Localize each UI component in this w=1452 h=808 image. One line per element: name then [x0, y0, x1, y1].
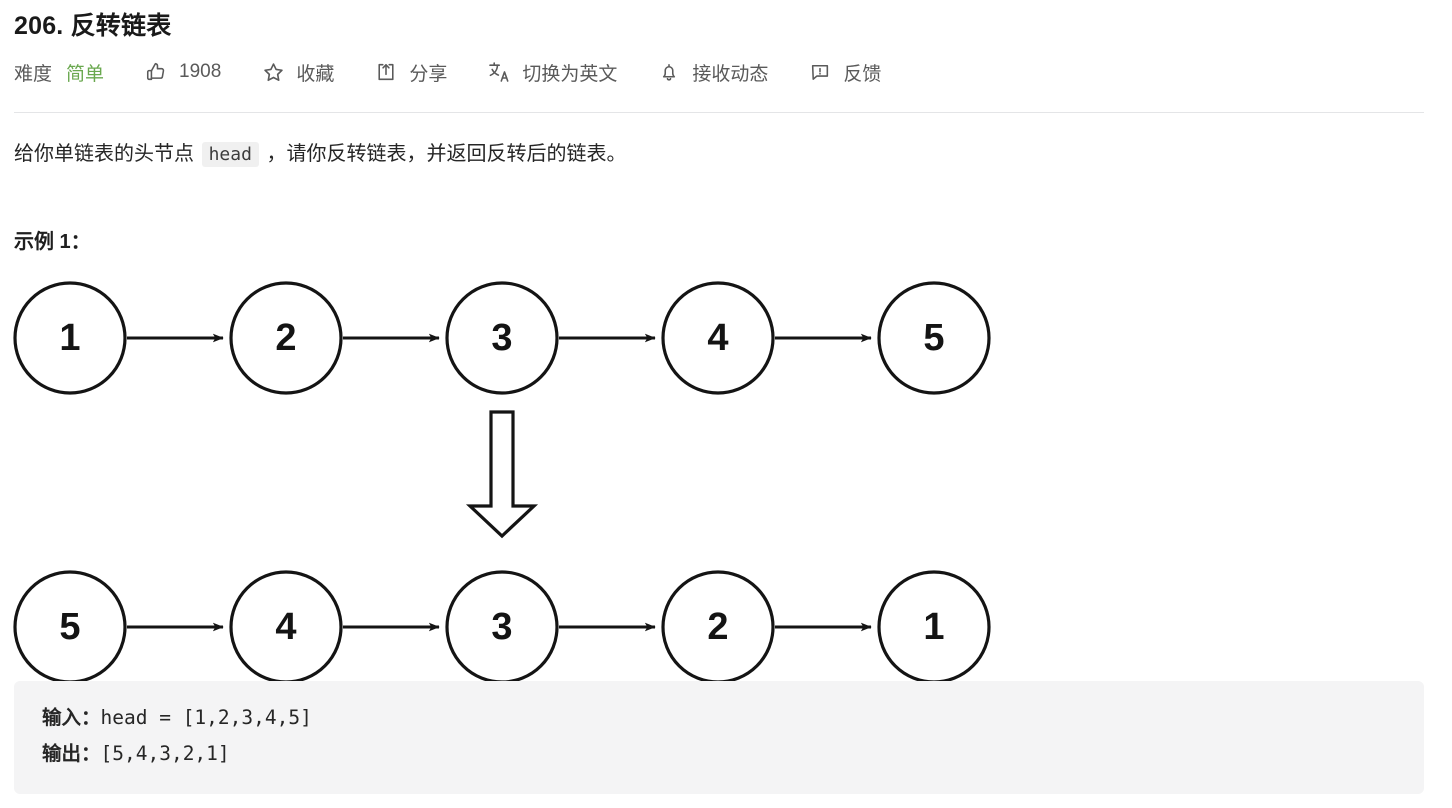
thumbs-up-icon [144, 60, 168, 84]
node-top-5: 5 [877, 281, 991, 395]
down-arrow-icon [465, 410, 539, 539]
like-button[interactable]: 1908 [144, 56, 221, 88]
output-label: 输出： [42, 742, 101, 765]
input-label: 输入： [42, 706, 101, 729]
translate-button[interactable]: 切换为英文 [487, 56, 617, 88]
node-top-label-4: 4 [707, 317, 728, 359]
problem-description: 给你单链表的头节点 head ，请你反转链表，并返回反转后的链表。 [14, 138, 626, 171]
subscribe-label: 接收动态 [692, 63, 769, 85]
node-bottom-label-1: 5 [59, 606, 80, 648]
inline-code-head: head [201, 142, 259, 167]
share-label: 分享 [409, 63, 448, 85]
feedback-button[interactable]: 反馈 [808, 56, 881, 88]
share-button[interactable]: 分享 [374, 56, 447, 88]
difficulty-label: 难度 [14, 63, 53, 85]
example-code-block: 输入：head = [1,2,3,4,5] 输出：[5,4,3,2,1] [14, 681, 1424, 794]
star-icon [261, 60, 285, 84]
node-bottom-label-5: 1 [923, 606, 944, 648]
node-top-label-2: 2 [275, 317, 296, 359]
node-bottom-5: 1 [877, 570, 991, 684]
bell-icon [657, 60, 681, 84]
feedback-icon [808, 60, 832, 84]
linked-list-diagram: 1 2 3 4 5 [0, 266, 1010, 686]
input-value: head = [1,2,3,4,5] [100, 706, 312, 729]
node-bottom-4: 2 [661, 570, 775, 684]
node-top-2: 2 [229, 281, 343, 395]
node-top-label-3: 3 [491, 317, 512, 359]
favorite-label: 收藏 [296, 63, 335, 85]
feedback-label: 反馈 [843, 63, 882, 85]
node-bottom-3: 3 [445, 570, 559, 684]
translate-label: 切换为英文 [522, 63, 618, 85]
node-top-3: 3 [445, 281, 559, 395]
node-top-label-1: 1 [59, 317, 80, 359]
description-text-after: ，请你反转链表，并返回反转后的链表。 [260, 143, 627, 165]
node-bottom-label-4: 2 [707, 606, 728, 648]
subscribe-button[interactable]: 接收动态 [657, 56, 768, 88]
code-line-input: 输入：head = [1,2,3,4,5] [42, 700, 1424, 736]
page-title: 206. 反转链表 [14, 12, 172, 40]
diagram-svg: 1 2 3 4 5 [13, 281, 991, 684]
node-top-1: 1 [13, 281, 127, 395]
code-line-output: 输出：[5,4,3,2,1] [42, 736, 1424, 772]
header-divider [14, 112, 1424, 113]
bottom-node-row: 5 4 3 2 1 [13, 570, 991, 684]
description-text-before: 给你单链表的头节点 [14, 143, 200, 165]
share-icon [374, 60, 398, 84]
favorite-button[interactable]: 收藏 [261, 56, 334, 88]
node-bottom-1: 5 [13, 570, 127, 684]
difficulty-block: 难度 简单 [14, 56, 104, 88]
difficulty-value[interactable]: 简单 [66, 63, 105, 85]
node-bottom-2: 4 [229, 570, 343, 684]
translate-icon [487, 60, 511, 84]
node-top-4: 4 [661, 281, 775, 395]
output-value: [5,4,3,2,1] [100, 742, 230, 765]
node-bottom-label-3: 3 [491, 606, 512, 648]
top-node-row: 1 2 3 4 5 [13, 281, 991, 395]
node-bottom-label-2: 4 [275, 606, 296, 648]
problem-meta-toolbar: 难度 简单 1908 收藏 [14, 56, 881, 88]
like-count: 1908 [179, 61, 222, 82]
example-heading: 示例 1： [14, 231, 91, 253]
node-top-label-5: 5 [923, 317, 944, 359]
